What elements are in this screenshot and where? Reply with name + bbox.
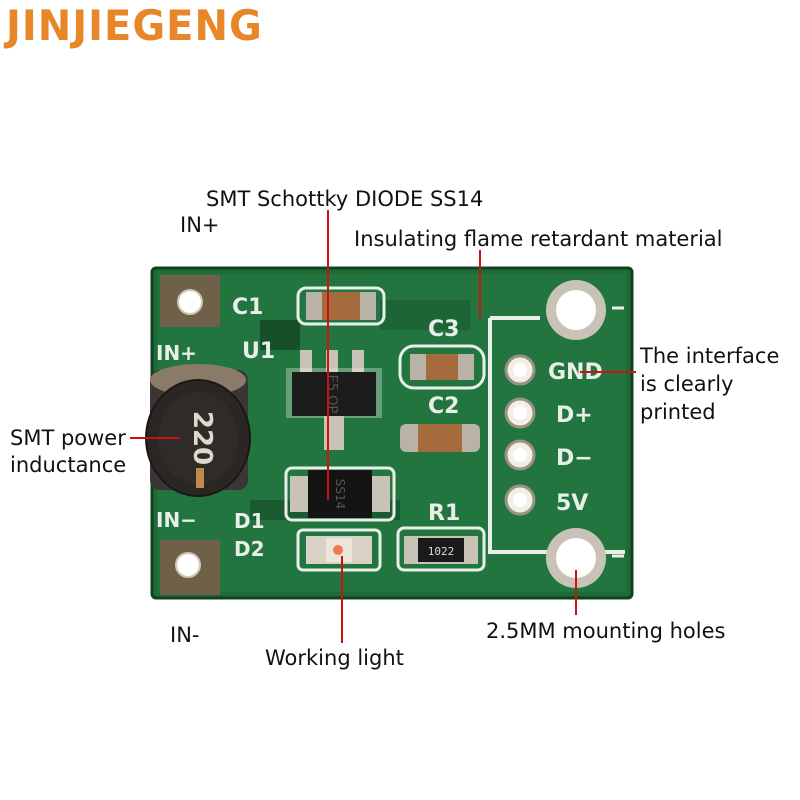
regulator-marking: E5 OP: [324, 375, 339, 414]
silk-r1: R1: [428, 501, 460, 526]
callout-in-plus: IN+: [180, 213, 220, 237]
silk-in-minus: IN−: [156, 508, 197, 532]
callout-schottky-diode: SMT Schottky DIODE SS14: [206, 187, 484, 211]
brand-logo: JINJIEGENG: [6, 2, 263, 51]
led-d2: [296, 528, 382, 572]
inductor-marking: 220: [187, 411, 217, 465]
silk-d2: D2: [234, 537, 265, 561]
callout-lines: [130, 210, 636, 643]
mounting-hole-top: [546, 280, 606, 340]
silk-c1: C1: [232, 295, 263, 320]
capacitor-c3: [398, 344, 486, 390]
inductor: 220: [145, 364, 251, 497]
capacitor-c2: [400, 424, 480, 452]
diode-d1: SS14: [284, 466, 396, 522]
callout-interface-line3: printed: [640, 400, 716, 424]
silk-d-plus: D+: [556, 403, 593, 428]
callout-inductance-line1: SMT power: [10, 426, 126, 450]
callout-mounting-holes: 2.5MM mounting holes: [486, 619, 726, 643]
callout-inductance-line2: inductance: [10, 453, 127, 477]
header-pins: [504, 354, 536, 516]
silk-c3: C3: [428, 317, 459, 342]
callout-working-light: Working light: [265, 646, 404, 670]
callout-insulating: Insulating flame retardant material: [354, 227, 723, 251]
callout-in-minus: IN-: [170, 623, 200, 647]
mounting-hole-bottom: [546, 528, 606, 588]
callout-interface-line1: The interface: [640, 344, 780, 368]
silk-5v: 5V: [556, 491, 588, 516]
diode-marking: SS14: [333, 479, 347, 510]
capacitor-top: [296, 286, 386, 326]
silk-d1: D1: [234, 509, 265, 533]
resistor-marking: 1022: [428, 545, 455, 558]
silk-c2: C2: [428, 394, 459, 419]
callout-interface-line2: is clearly: [640, 372, 734, 396]
regulator-u1: E5 OP: [286, 350, 382, 450]
silk-d-minus: D−: [556, 446, 593, 471]
silk-in-plus: IN+: [156, 341, 197, 365]
silk-u1: U1: [242, 339, 275, 364]
resistor-r1: 1022: [396, 526, 486, 572]
